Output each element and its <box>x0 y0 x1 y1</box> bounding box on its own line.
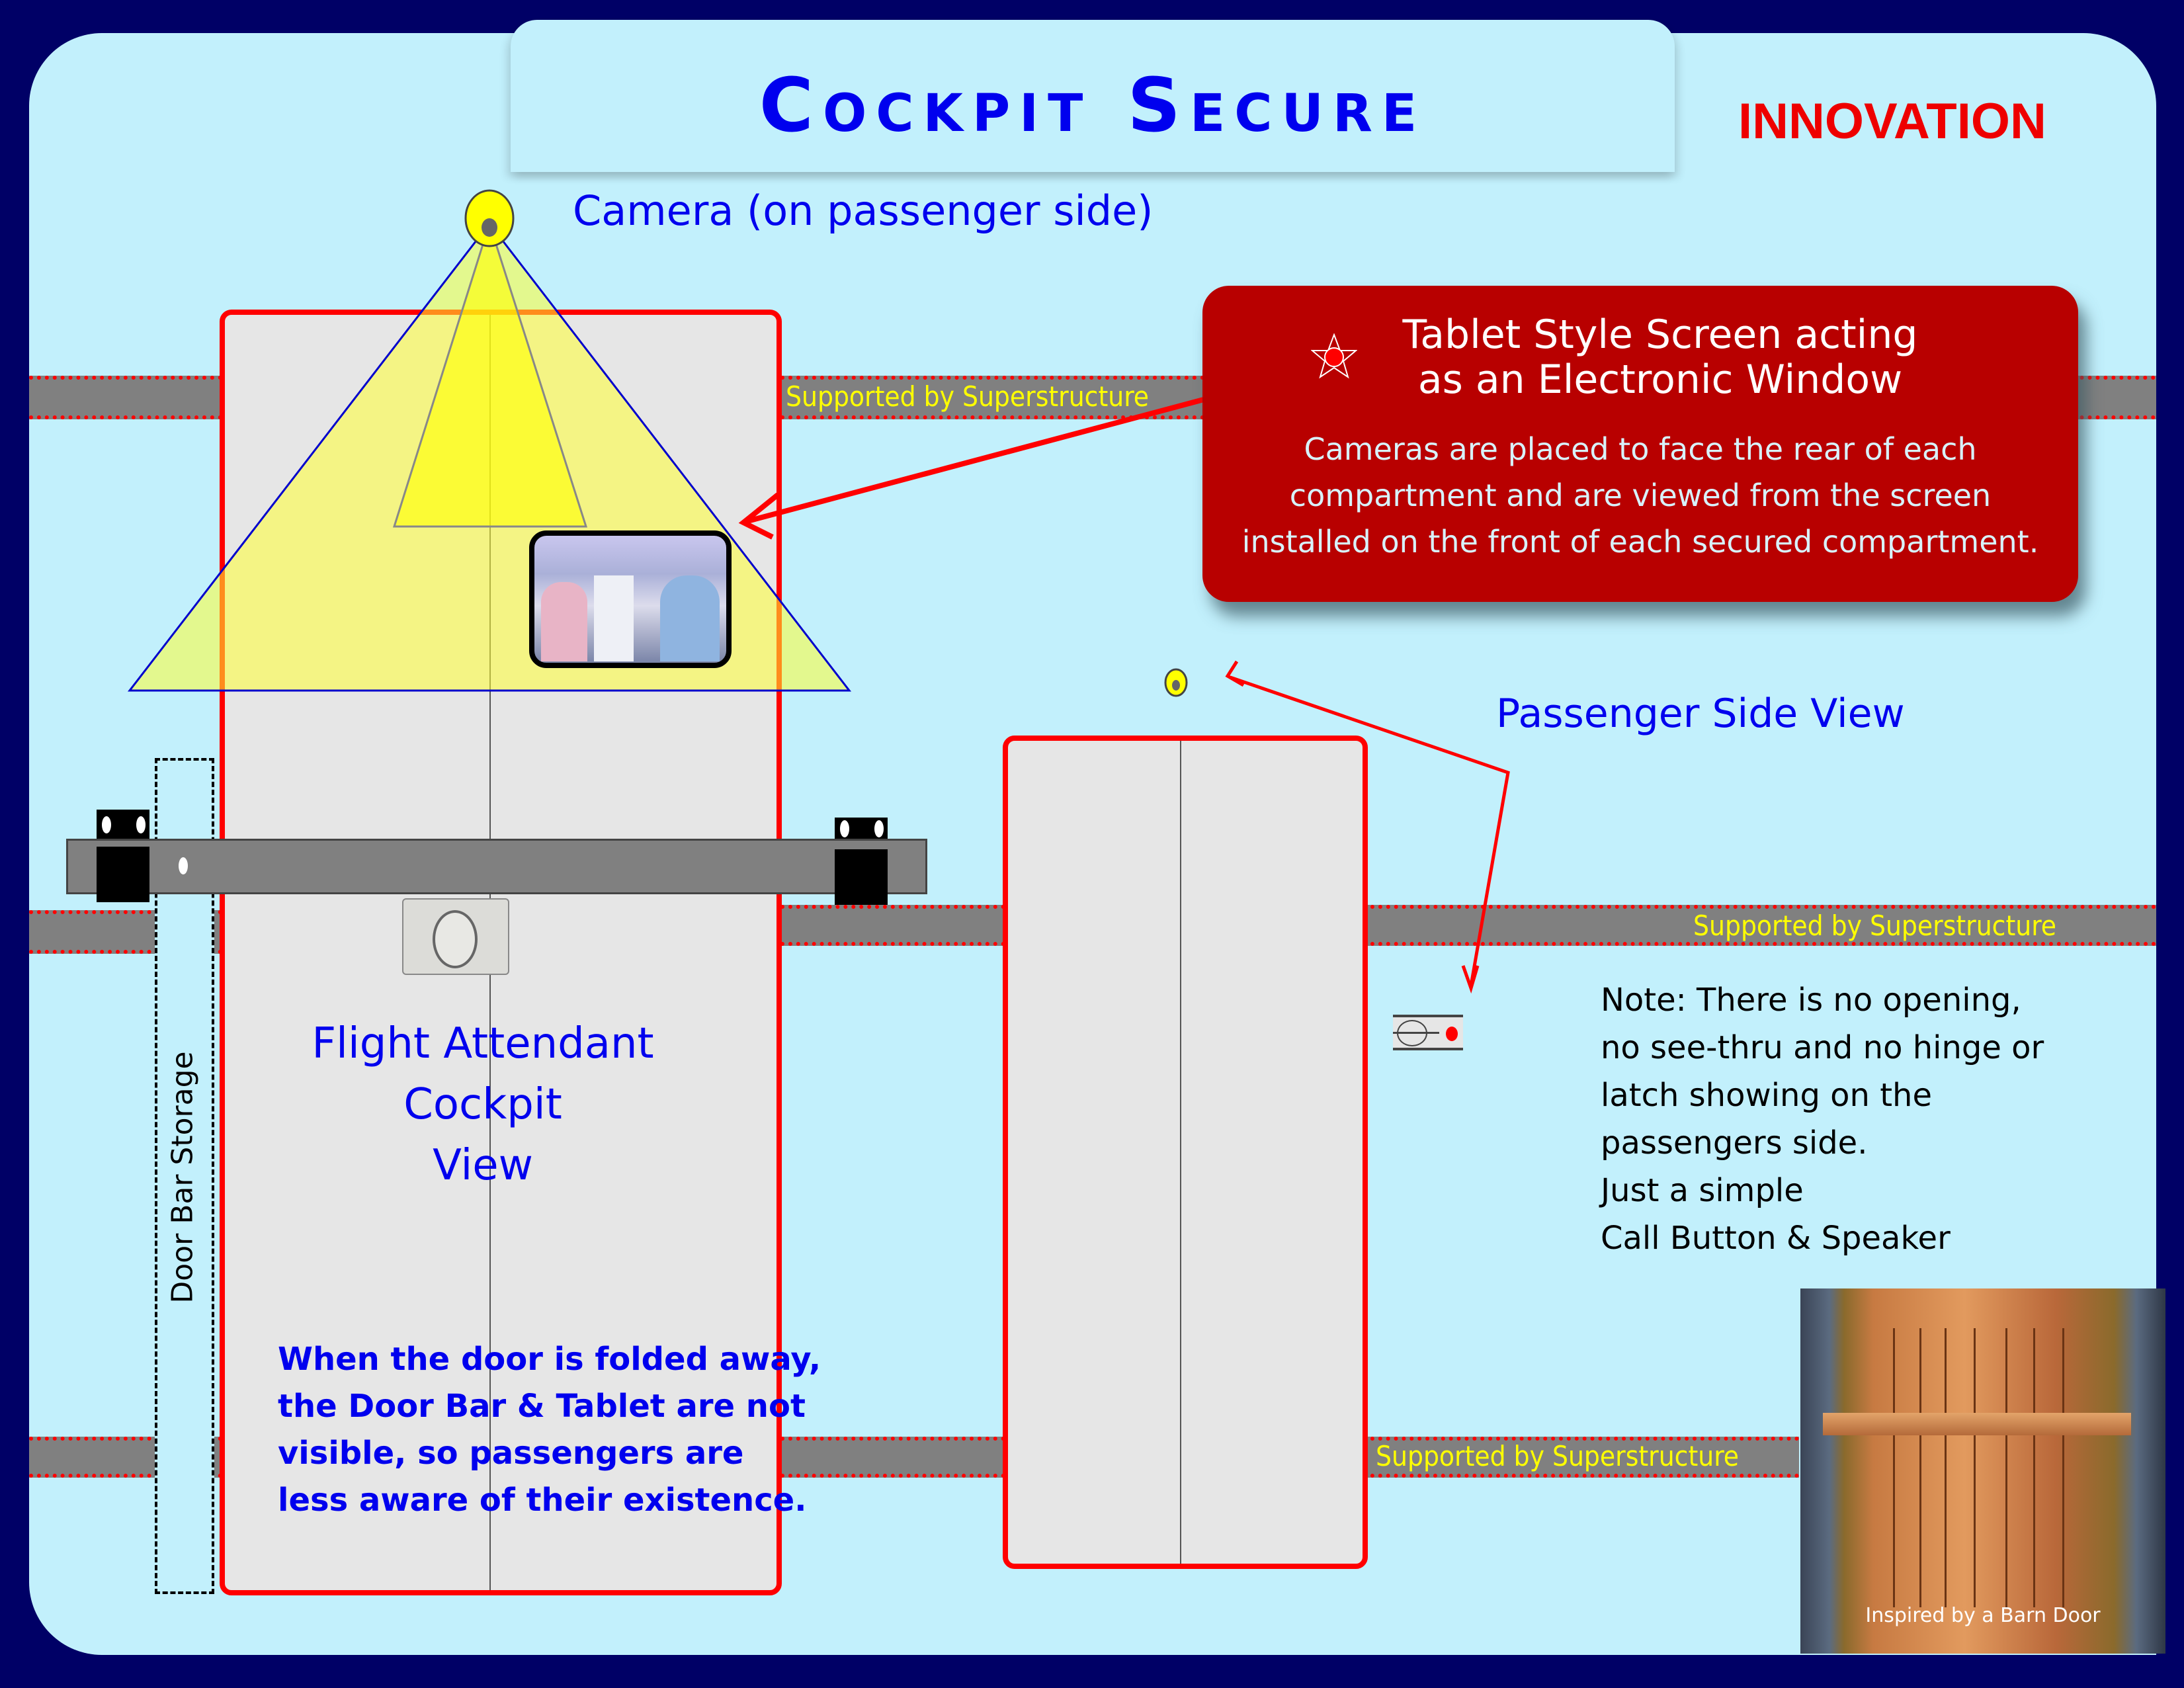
beam-mid-right <box>1363 905 2156 946</box>
callout-title: Tablet Style Screen acting as an Electro… <box>1202 312 2078 402</box>
note-line: passengers side. <box>1601 1124 1868 1161</box>
cockpit-view-label: Flight Attendant Cockpit View <box>251 1013 714 1196</box>
beam-label-mid: Supported by Superstructure <box>1693 909 2057 942</box>
barn-door-bar <box>1823 1413 2131 1435</box>
passenger-note: Note: There is no opening, no see-thru a… <box>1601 976 2044 1262</box>
bolt-icon <box>102 816 111 833</box>
beam-label-bottom: Supported by Superstructure <box>1376 1440 1740 1472</box>
note-line: latch showing on the <box>1601 1077 1932 1114</box>
cockpit-view-line3: View <box>433 1141 533 1190</box>
callout-arrow-head <box>738 492 780 540</box>
note-line: Call Button & Speaker <box>1601 1220 1951 1257</box>
tablet-image-passengers <box>541 582 587 661</box>
title-tab <box>511 20 1675 172</box>
passenger-door <box>1003 736 1368 1569</box>
callout-body-line: Cameras are placed to face the rear of e… <box>1304 431 1977 467</box>
bar-bracket-right <box>835 849 888 905</box>
tablet-image-seat <box>594 575 634 661</box>
passenger-camera-lens <box>1172 680 1180 691</box>
barn-plank <box>1974 1328 1976 1607</box>
fold-away-note: When the door is folded away, the Door B… <box>278 1336 821 1524</box>
barn-door-caption: Inspired by a Barn Door <box>1865 1604 2101 1627</box>
callout-title-line: as an Electronic Window <box>1417 357 1903 403</box>
bolt-icon <box>179 857 188 874</box>
fold-note-line: visible, so passengers are <box>278 1435 744 1472</box>
barn-plank <box>2005 1328 2007 1607</box>
speaker-line <box>1393 1032 1439 1034</box>
tablet-screen <box>529 530 732 668</box>
star-burst-icon <box>1311 333 1357 379</box>
door-lock-icon <box>402 898 509 975</box>
camera-fov-narrow <box>392 220 588 528</box>
passenger-arrow-head-top <box>1225 660 1245 687</box>
callout-body-line: compartment and are viewed from the scre… <box>1289 478 1992 513</box>
callout-title-line: Tablet Style Screen acting <box>1402 312 1918 358</box>
cockpit-view-line2: Cockpit <box>403 1080 562 1129</box>
page-title: Cockpit Secure <box>759 63 1427 149</box>
barn-plank <box>1919 1328 1921 1607</box>
note-line: Just a simple <box>1601 1172 1804 1209</box>
bolt-icon <box>136 816 146 833</box>
fold-note-line: When the door is folded away, <box>278 1341 821 1378</box>
barn-door-image: Inspired by a Barn Door <box>1800 1288 2165 1654</box>
beam-bottom-center <box>780 1437 1005 1478</box>
lock-knob <box>433 910 478 968</box>
beam-mid-center <box>780 905 1005 946</box>
camera-lens <box>482 218 497 237</box>
passenger-arrow <box>1230 675 1510 986</box>
beam-label-top: Supported by Superstructure <box>786 380 1150 413</box>
tablet-callout: Tablet Style Screen acting as an Electro… <box>1202 286 2078 602</box>
beam-bottom-right <box>1363 1437 1799 1478</box>
note-line: no see-thru and no hinge or <box>1601 1029 2044 1066</box>
barn-plank <box>2062 1328 2064 1607</box>
camera-label: Camera (on passenger side) <box>573 187 1154 235</box>
passenger-side-label: Passenger Side View <box>1496 691 1905 737</box>
fold-note-line: the Door Bar & Tablet are not <box>278 1388 806 1425</box>
passenger-arrow-head-bottom <box>1461 965 1480 994</box>
call-button-speaker[interactable] <box>1393 1015 1463 1050</box>
innovation-badge: INNOVATION <box>1738 93 2046 149</box>
bar-bracket-left <box>97 847 149 902</box>
callout-body-line: installed on the front of each secured c… <box>1241 524 2039 560</box>
bolt-icon <box>840 820 849 837</box>
barn-plank <box>1945 1328 1947 1607</box>
fold-note-line: less aware of their existence. <box>278 1482 807 1519</box>
beam-top-left <box>29 376 222 419</box>
callout-arrow-line <box>746 376 1284 524</box>
door-seam <box>1180 741 1181 1564</box>
door-bar <box>66 839 927 894</box>
callout-body: Cameras are placed to face the rear of e… <box>1216 426 2065 565</box>
door-bar-storage <box>155 758 214 1594</box>
bolt-icon <box>874 820 884 837</box>
barn-plank <box>2033 1328 2035 1607</box>
note-line: Note: There is no opening, <box>1601 982 2021 1019</box>
cockpit-view-line1: Flight Attendant <box>312 1019 654 1068</box>
call-button-icon[interactable] <box>1446 1027 1458 1041</box>
barn-plank <box>1893 1328 1895 1607</box>
tablet-image-woman <box>660 575 720 661</box>
